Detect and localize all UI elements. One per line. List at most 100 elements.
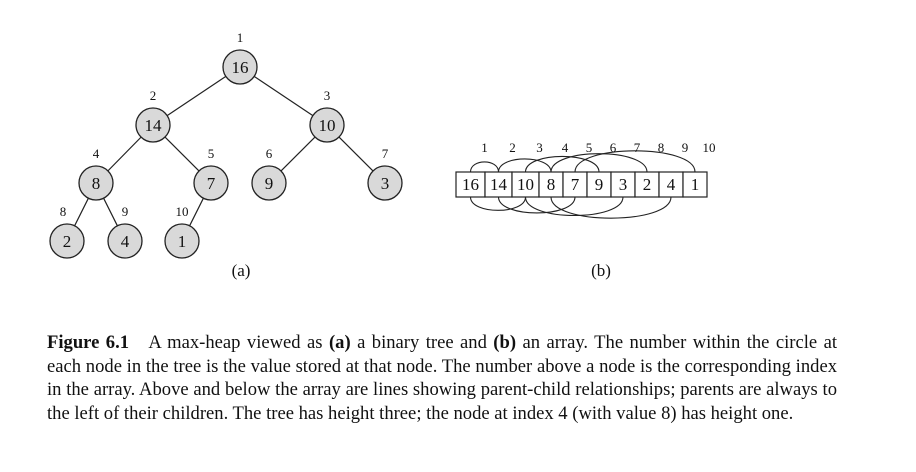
figure-caption: Figure 6.1 A max-heap viewed as (a) a bi… <box>47 331 837 425</box>
node-index: 4 <box>93 146 100 161</box>
array-cell-value: 8 <box>547 175 556 194</box>
tree-node: 84 <box>78 146 114 201</box>
tree-edge <box>280 136 316 172</box>
node-value: 9 <box>265 174 274 193</box>
array-index-label: 6 <box>610 140 617 155</box>
node-value: 10 <box>319 116 336 135</box>
array-cell: 9 <box>586 171 612 198</box>
array-index-label: 1 <box>481 140 488 155</box>
array-cell-box <box>634 171 660 198</box>
tree-node: 14 2 <box>135 88 171 143</box>
node-circle <box>309 107 345 143</box>
array-cell-box <box>610 171 636 198</box>
array-cell-value: 4 <box>667 175 676 194</box>
node-index: 1 <box>237 30 244 45</box>
node-index: 5 <box>208 146 215 161</box>
array-cell: 14 <box>484 171 513 198</box>
tree-node: 16 1 <box>222 30 258 85</box>
node-value: 7 <box>207 174 216 193</box>
node-index: 10 <box>176 204 189 219</box>
node-circle <box>193 165 229 201</box>
array-index-label: 2 <box>509 140 516 155</box>
tree-edge <box>253 75 314 117</box>
node-value: 8 <box>92 174 101 193</box>
parent-child-arc <box>524 156 600 173</box>
array-cell-value: 1 <box>691 175 700 194</box>
array-cell: 4 <box>658 171 684 198</box>
parent-child-arc <box>469 196 527 211</box>
parent-child-arc <box>550 153 648 173</box>
caption-ref-a: (a) <box>328 332 351 353</box>
node-circle <box>164 223 200 259</box>
tree-node: 49 <box>107 204 143 259</box>
parent-child-arcs <box>469 150 696 219</box>
node-index: 2 <box>150 88 157 103</box>
parent-child-arc <box>574 150 696 173</box>
tree-node: 96 <box>251 146 287 201</box>
figure-number: Figure 6.1 <box>47 332 130 353</box>
array-cell-value: 3 <box>619 175 628 194</box>
array-cell: 8 <box>538 171 564 198</box>
array-cell-value: 9 <box>595 175 604 194</box>
tree-edge <box>164 136 200 172</box>
array-cell: 3 <box>610 171 636 198</box>
array-cell: 2 <box>634 171 660 198</box>
tree-node: 37 <box>367 146 403 201</box>
tree-node: 75 <box>193 146 229 201</box>
node-index: 3 <box>324 88 331 103</box>
parent-child-arc <box>497 196 576 214</box>
node-circle <box>367 165 403 201</box>
tree-node: 1 10 <box>164 204 200 259</box>
node-circle <box>222 49 258 85</box>
caption-text-2: a binary tree and <box>350 332 494 353</box>
array-cell-value: 2 <box>643 175 652 194</box>
tree-edges <box>74 75 374 227</box>
array-cell-box <box>455 171 486 198</box>
tree-node: 28 <box>49 204 85 259</box>
array-cell-box <box>484 171 513 198</box>
tree-node: 10 3 <box>309 88 345 143</box>
array-cell-box <box>658 171 684 198</box>
node-circle <box>49 223 85 259</box>
node-circle <box>107 223 143 259</box>
array-cell: 16 <box>455 171 486 198</box>
node-circle <box>78 165 114 201</box>
array-cell-value: 7 <box>571 175 580 194</box>
node-value: 1 <box>178 232 187 251</box>
parent-child-arc <box>550 196 672 219</box>
array-cell: 10 <box>511 171 540 198</box>
node-index: 7 <box>382 146 389 161</box>
array-index-label: 4 <box>562 140 569 155</box>
caption-text-1: A max-heap viewed as <box>148 332 329 353</box>
node-index: 8 <box>60 204 67 219</box>
parent-child-arc <box>524 196 624 216</box>
array-index-label: 9 <box>682 140 689 155</box>
caption-ref-b: (b) <box>493 332 517 353</box>
array-index-label: 5 <box>586 140 593 155</box>
parent-child-arc <box>497 158 552 173</box>
tree-edge <box>74 197 89 227</box>
node-index: 9 <box>122 204 129 219</box>
array-cell-value: 16 <box>462 175 479 194</box>
array-cell-box <box>682 171 708 198</box>
node-value: 16 <box>232 58 249 77</box>
array-cell: 1 <box>682 171 708 198</box>
array-index-label: 7 <box>634 140 641 155</box>
array-cell-value: 14 <box>490 175 508 194</box>
array-index-label: 3 <box>536 140 543 155</box>
tree-edge <box>166 75 227 117</box>
tree-edge <box>103 197 118 227</box>
array-index-label: 8 <box>658 140 665 155</box>
node-value: 4 <box>121 232 130 251</box>
array-cell-value: 10 <box>517 175 534 194</box>
tree-edge <box>338 136 374 172</box>
array-panel-label: (b) <box>591 261 611 280</box>
node-circle <box>135 107 171 143</box>
node-index: 6 <box>266 146 273 161</box>
node-value: 14 <box>145 116 163 135</box>
caption-text-3: an array. The number within the circle a… <box>47 332 837 424</box>
array-index-label: 10 <box>703 140 716 155</box>
array-cell: 7 <box>562 171 588 198</box>
